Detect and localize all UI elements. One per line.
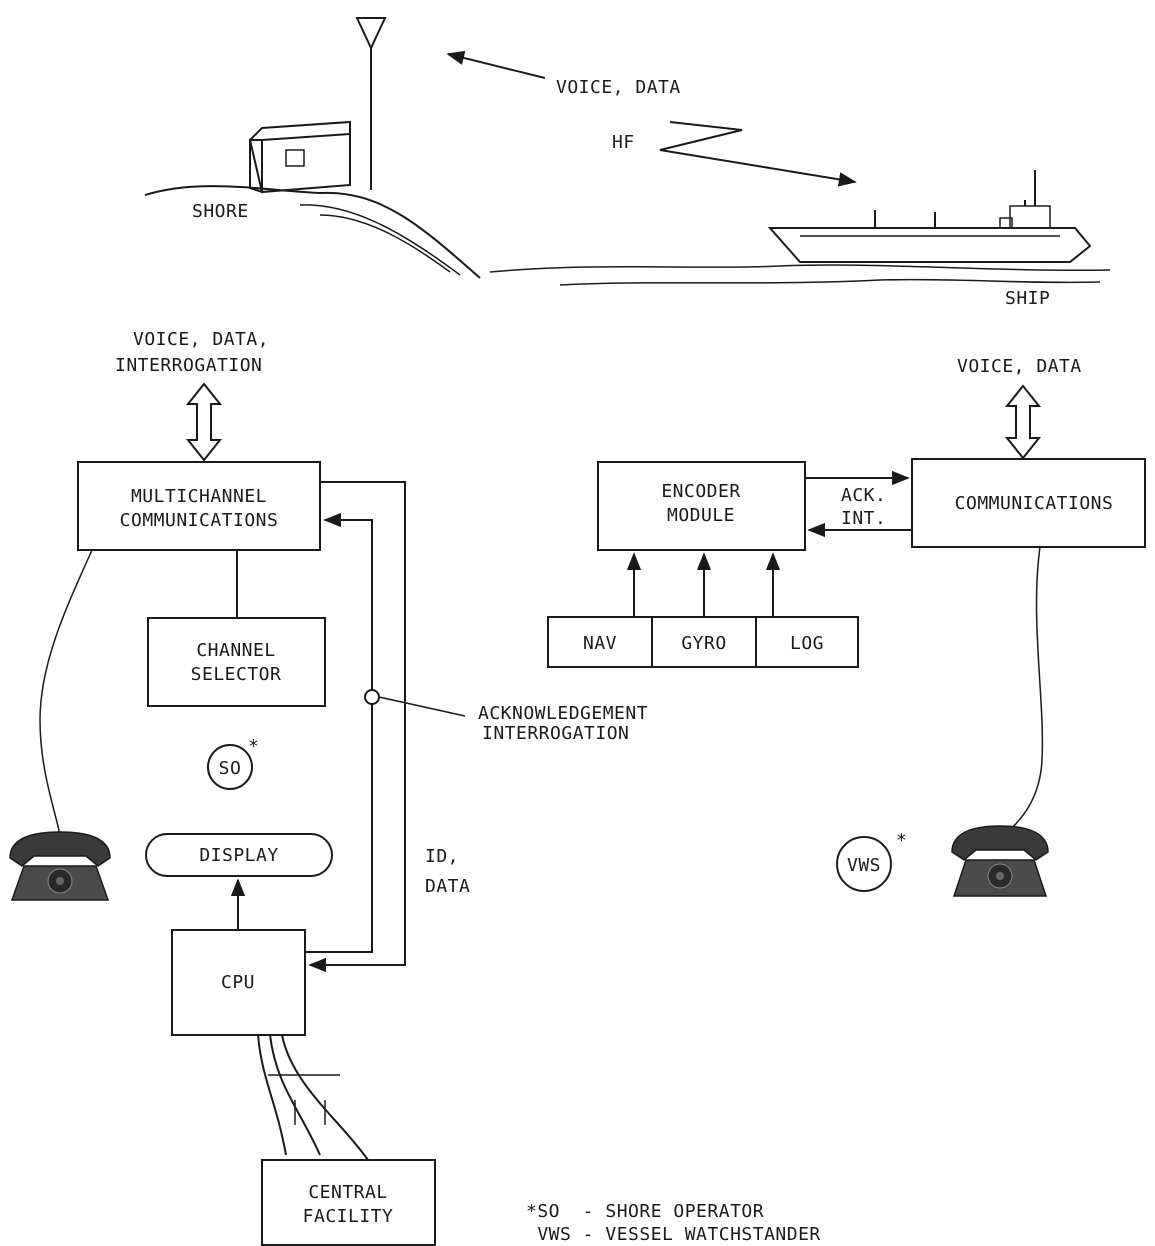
central-facility-label-line1: CENTRAL	[308, 1182, 387, 1203]
hf-label: HF	[612, 132, 635, 153]
id-data-label-line2: DATA	[425, 876, 470, 897]
ship-link-label: VOICE, DATA	[957, 356, 1082, 377]
display-box	[145, 833, 333, 877]
cpu-to-multichannel-line	[305, 512, 373, 953]
vessel-watchstander-circle	[836, 836, 892, 892]
shore-operator-circle	[207, 744, 253, 790]
central-facility-label-line2: FACILITY	[303, 1206, 394, 1227]
ack-label-line2: INTERROGATION	[482, 723, 629, 744]
legend-line-1: *SO - SHORE OPERATOR	[526, 1201, 764, 1222]
vws-label: VWS	[847, 855, 881, 876]
ack-leader-line	[378, 696, 466, 717]
legend-line-2: VWS - VESSEL WATCHSTANDER	[526, 1224, 821, 1245]
hf-zigzag-arrow	[659, 121, 857, 187]
channel-selector-box	[147, 617, 326, 707]
encoder-label-line2: MODULE	[667, 505, 735, 526]
vws-asterisk: *	[896, 830, 907, 851]
nav-label: NAV	[583, 633, 617, 654]
multichannel-label-line2: COMMUNICATIONS	[120, 510, 279, 531]
ack-label-line1: ACKNOWLEDGEMENT	[478, 703, 648, 724]
cpu-box	[171, 929, 306, 1036]
multichannel-label-line1: MULTICHANNEL	[131, 486, 267, 507]
hut-door-icon	[285, 149, 305, 167]
id-data-label-line1: ID,	[425, 846, 459, 867]
shore-link-label-line2: INTERROGATION	[115, 355, 262, 376]
voice-data-label: VOICE, DATA	[556, 77, 681, 98]
ship-telephone-icon	[951, 825, 1049, 897]
shore-telephone-icon	[9, 831, 111, 901]
encoder-label-line1: ENCODER	[661, 481, 740, 502]
display-label: DISPLAY	[199, 845, 278, 866]
shore-link-label-line1: VOICE, DATA,	[133, 329, 269, 350]
ack-short-label: ACK.	[841, 485, 886, 506]
encoder-module-box	[597, 461, 806, 551]
shore-bidirectional-arrow	[185, 382, 223, 462]
ack-junction-marker	[364, 689, 380, 705]
ship-phone-cord	[1009, 546, 1044, 831]
multichannel-to-cpu-line	[308, 481, 406, 973]
ship-communications-label: COMMUNICATIONS	[955, 493, 1114, 514]
so-asterisk: *	[248, 736, 259, 757]
shore-label: SHORE	[192, 201, 249, 222]
log-box	[755, 616, 859, 668]
multichannel-communications-box	[77, 461, 321, 551]
so-label: SO	[219, 758, 242, 779]
shore-station-illustration	[144, 17, 481, 279]
cpu-label: CPU	[221, 972, 255, 993]
voice-data-arrow	[446, 50, 546, 79]
ship-illustration	[489, 170, 1111, 286]
ship-communications-box	[911, 458, 1146, 548]
log-label: LOG	[790, 633, 824, 654]
central-facility-box	[261, 1159, 436, 1246]
ship-label: SHIP	[1005, 288, 1050, 309]
ship-bidirectional-arrow	[1004, 384, 1042, 460]
gyro-label: GYRO	[681, 633, 726, 654]
channel-selector-label-line1: CHANNEL	[196, 640, 275, 661]
data-bus-lines	[257, 1034, 369, 1161]
int-short-label: INT.	[841, 508, 886, 529]
channel-selector-label-line2: SELECTOR	[191, 664, 282, 685]
shore-phone-cord	[39, 549, 93, 836]
antenna-icon	[355, 17, 387, 51]
